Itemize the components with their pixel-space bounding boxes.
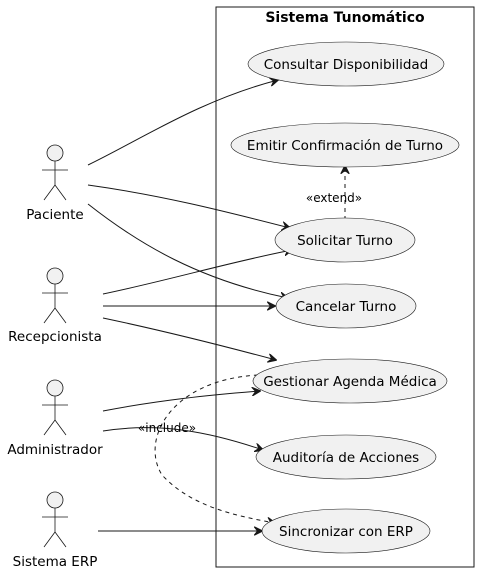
edge-paciente-solicitar (87, 184, 290, 228)
actor-figure-icon (42, 267, 68, 324)
actor-administrador[interactable]: Administrador (7, 379, 103, 458)
use-case-cancelar[interactable]: Cancelar Turno (275, 283, 417, 329)
actor-erp[interactable]: Sistema ERP (13, 491, 98, 570)
use-case-emitir[interactable]: Emitir Confirmación de Turno (230, 122, 460, 168)
actor-figure-icon (42, 144, 68, 201)
use-case-gestionar[interactable]: Gestionar Agenda Médica (252, 358, 448, 404)
use-case-label: Cancelar Turno (296, 299, 397, 315)
use-case-consultar[interactable]: Consultar Disponibilidad (247, 41, 445, 87)
extend-label: «extend» (306, 191, 362, 205)
use-case-sincronizar[interactable]: Sincronizar con ERP (261, 508, 431, 554)
actor-paciente[interactable]: Paciente (26, 144, 84, 223)
use-case-label: Consultar Disponibilidad (264, 57, 429, 73)
edge-administrador-gestionar (102, 391, 260, 412)
edge-recepcionista-solicitar (102, 250, 292, 295)
use-case-solicitar[interactable]: Solicitar Turno (274, 217, 416, 263)
actor-figure-icon (42, 379, 68, 436)
use-case-auditoria[interactable]: Auditoría de Acciones (255, 434, 437, 480)
actor-label: Sistema ERP (13, 554, 98, 570)
edge-paciente-cancelar (87, 203, 288, 298)
use-case-label: Solicitar Turno (297, 233, 393, 249)
edge-recepcionista-gestionar (102, 317, 276, 360)
edges (87, 80, 345, 531)
use-case-label: Auditoría de Acciones (273, 450, 419, 466)
edge-administrador-auditoria (102, 427, 263, 450)
edge-paciente-consultar (87, 80, 278, 166)
include-label: «include» (138, 421, 196, 435)
actor-recepcionista[interactable]: Recepcionista (8, 267, 102, 345)
actor-figure-icon (42, 491, 68, 548)
use-case-label: Sincronizar con ERP (279, 524, 413, 540)
actor-label: Administrador (7, 442, 103, 458)
actor-label: Recepcionista (8, 329, 102, 345)
use-case-label: Emitir Confirmación de Turno (247, 138, 443, 154)
use-case-label: Gestionar Agenda Médica (263, 374, 437, 390)
actor-label: Paciente (26, 207, 83, 223)
edge-include-gestionar-sincronizar (154, 374, 275, 523)
system-title: Sistema Tunomático (265, 10, 425, 26)
